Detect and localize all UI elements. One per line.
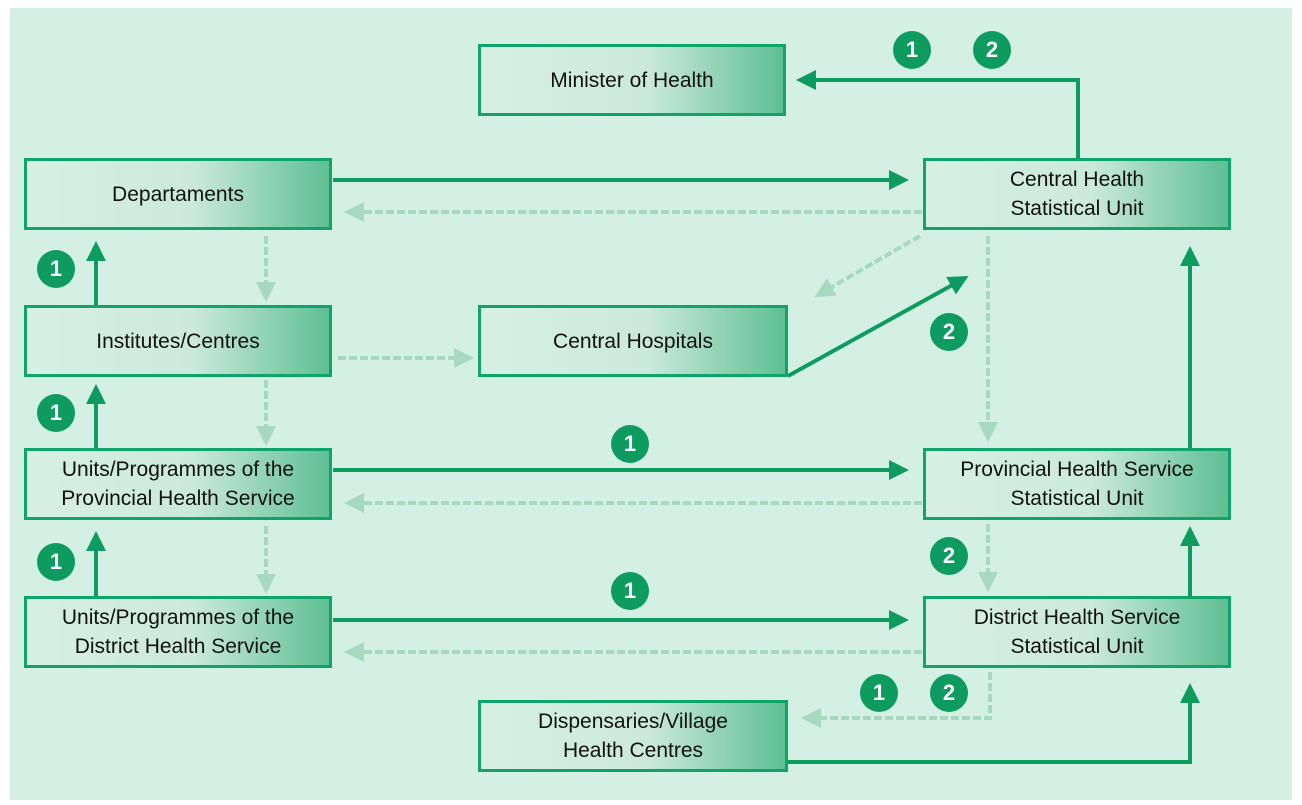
departments-box: Departaments — [24, 158, 332, 230]
district-statistical-unit-label: District Health Service Statistical Unit — [973, 606, 1181, 658]
badge-provincial-to-district: 2 — [930, 537, 968, 575]
institutes-centres-box: Institutes/Centres — [24, 305, 332, 377]
feedback-central-to-hospitals — [814, 234, 922, 298]
badge-provincial-to-institutes: 1 — [37, 394, 75, 432]
arrow-dispensaries-to-district — [788, 683, 1200, 764]
feedback-district-unit-to-dispensaries — [801, 672, 992, 728]
district-statistical-unit-box: District Health Service Statistical Unit — [923, 596, 1231, 668]
badge-district-to-dispensaries-two: 2 — [930, 674, 968, 712]
provincial-statistical-unit-box: Provincial Health Service Statistical Un… — [923, 448, 1231, 520]
badge-top-one: 1 — [893, 31, 931, 69]
badge-top-two: 2 — [973, 31, 1011, 69]
provincial-programmes-box: Units/Programmes of the Provincial Healt… — [24, 448, 332, 520]
institutes-centres-label: Institutes/Centres — [96, 329, 260, 353]
minister-of-health-label: Minister of Health — [550, 68, 714, 92]
central-hospitals-label: Central Hospitals — [553, 329, 713, 353]
dispensaries-label: Dispensaries/Village Health Centres — [538, 710, 728, 762]
provincial-statistical-unit-label: Provincial Health Service Statistical Un… — [960, 458, 1194, 510]
badge-hospitals-to-central: 2 — [930, 313, 968, 351]
dispensaries-box: Dispensaries/Village Health Centres — [478, 700, 788, 772]
badge-district-to-dispensaries-one: 1 — [860, 674, 898, 712]
badge-provincial-programmes-to-unit: 1 — [611, 425, 649, 463]
badge-district-programmes-to-unit: 1 — [611, 572, 649, 610]
minister-of-health-box: Minister of Health — [478, 44, 786, 116]
district-programmes-box: Units/Programmes of the District Health … — [24, 596, 332, 668]
arrow-hospitals-to-central — [787, 276, 969, 378]
badge-institutes-to-departments: 1 — [37, 250, 75, 288]
district-programmes-label: Units/Programmes of the District Health … — [61, 606, 295, 658]
arrow-central-to-minister — [796, 70, 1080, 158]
central-hospitals-box: Central Hospitals — [478, 305, 788, 377]
departments-label: Departaments — [112, 182, 244, 206]
badge-district-to-provincial: 1 — [37, 543, 75, 581]
central-health-statistical-unit-box: Central Health Statistical Unit — [923, 158, 1231, 230]
central-health-statistical-unit-label: Central Health Statistical Unit — [1009, 168, 1145, 220]
provincial-programmes-label: Units/Programmes of the Provincial Healt… — [61, 458, 295, 510]
